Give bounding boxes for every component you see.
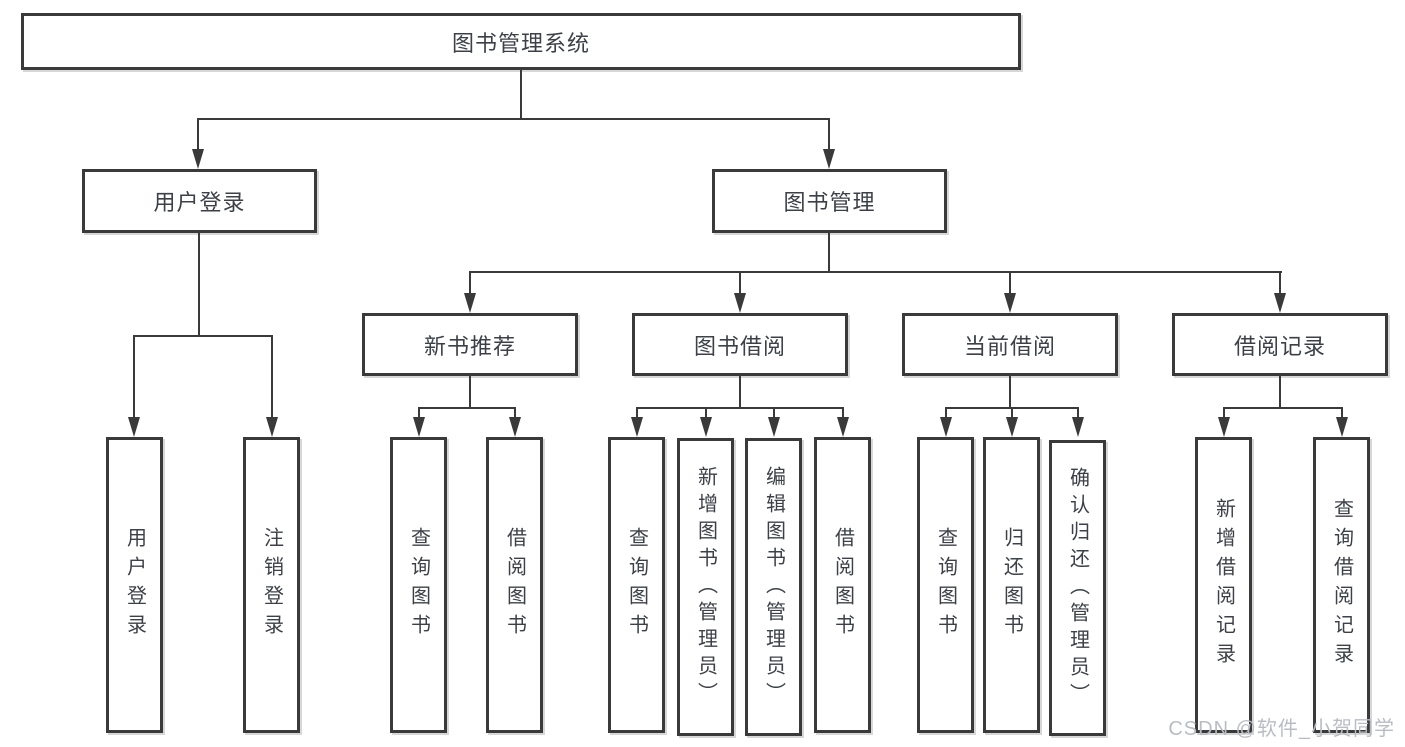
connector-to-records bbox=[1279, 271, 1281, 297]
leaf-borrow-query-books-label: 查询图书 bbox=[625, 527, 648, 643]
arrow-down-icon bbox=[1274, 293, 1286, 313]
connector-to-recommend-query bbox=[418, 407, 420, 421]
connector-to-current-query bbox=[945, 407, 947, 421]
arrow-down-icon bbox=[1218, 417, 1230, 437]
leaf-query-borrow-record: 查询借阅记录 bbox=[1313, 437, 1370, 733]
leaf-return-books-label: 归还图书 bbox=[1000, 527, 1023, 643]
node-root: 图书管理系统 bbox=[21, 13, 1021, 70]
node-new-book-recommend-label: 新书推荐 bbox=[423, 333, 516, 359]
arrow-down-icon bbox=[1072, 417, 1084, 437]
leaf-add-book-admin: 新增图书（管理员） bbox=[677, 438, 734, 736]
leaf-logout: 注销登录 bbox=[243, 437, 300, 733]
arrow-down-icon bbox=[734, 293, 746, 313]
leaf-current-query-books: 查询图书 bbox=[917, 437, 974, 733]
arrow-down-icon bbox=[823, 149, 835, 169]
connector-recommend-split bbox=[418, 407, 516, 409]
arrow-down-icon bbox=[464, 293, 476, 313]
leaf-edit-book-admin-label: 编辑图书（管理员） bbox=[762, 465, 785, 709]
node-current-borrow-label: 当前借阅 bbox=[963, 333, 1056, 359]
arrow-down-icon bbox=[700, 417, 712, 437]
arrow-down-icon bbox=[631, 417, 643, 437]
node-current-borrow: 当前借阅 bbox=[902, 313, 1118, 376]
connector-borrow-trunk bbox=[739, 376, 741, 408]
connector-user-login-split bbox=[133, 335, 273, 337]
node-root-label: 图书管理系统 bbox=[451, 30, 590, 56]
node-borrow-records: 借阅记录 bbox=[1172, 313, 1388, 376]
connector-to-leaf-logout bbox=[271, 335, 273, 421]
leaf-add-borrow-record: 新增借阅记录 bbox=[1195, 437, 1252, 733]
arrow-down-icon bbox=[128, 417, 140, 437]
leaf-confirm-return-admin-label: 确认归还（管理员） bbox=[1066, 466, 1089, 710]
connector-to-current bbox=[1009, 271, 1011, 297]
node-book-management-label: 图书管理 bbox=[783, 190, 876, 215]
connector-recommend-trunk bbox=[469, 376, 471, 408]
connector-to-records-add bbox=[1223, 407, 1225, 421]
leaf-user-login-label: 用户登录 bbox=[123, 527, 146, 643]
arrow-down-icon bbox=[1004, 293, 1016, 313]
connector-to-user-login bbox=[197, 118, 199, 156]
node-user-login-label: 用户登录 bbox=[153, 190, 246, 215]
arrow-down-icon bbox=[266, 417, 278, 437]
leaf-recommend-borrow-books-label: 借阅图书 bbox=[503, 527, 526, 643]
arrow-down-icon bbox=[1336, 417, 1348, 437]
leaf-current-query-books-label: 查询图书 bbox=[934, 527, 957, 643]
connector-to-recommend bbox=[469, 271, 471, 297]
leaf-logout-label: 注销登录 bbox=[260, 527, 283, 643]
leaf-confirm-return-admin: 确认归还（管理员） bbox=[1049, 440, 1106, 736]
leaf-edit-book-admin: 编辑图书（管理员） bbox=[745, 438, 802, 736]
csdn-watermark: CSDN @软件_小贺同学 bbox=[1168, 718, 1395, 740]
leaf-recommend-query-books: 查询图书 bbox=[390, 437, 447, 733]
connector-current-trunk bbox=[1009, 376, 1011, 408]
arrow-down-icon bbox=[413, 417, 425, 437]
connector-records-trunk bbox=[1279, 376, 1281, 408]
node-new-book-recommend: 新书推荐 bbox=[362, 313, 578, 376]
leaf-user-login: 用户登录 bbox=[106, 437, 163, 733]
node-borrow-records-label: 借阅记录 bbox=[1233, 333, 1326, 359]
leaf-borrow-query-books: 查询图书 bbox=[608, 437, 665, 733]
arrow-down-icon bbox=[1006, 417, 1018, 437]
connector-to-borrow bbox=[739, 271, 741, 297]
connector-to-leaf-user-login bbox=[133, 335, 135, 421]
arrow-down-icon bbox=[192, 149, 204, 169]
leaf-add-book-admin-label: 新增图书（管理员） bbox=[694, 465, 717, 709]
leaf-borrow-borrow-books-label: 借阅图书 bbox=[831, 527, 854, 643]
connector-user-login-trunk bbox=[198, 233, 200, 335]
connector-to-current-return bbox=[1011, 407, 1013, 421]
arrow-down-icon bbox=[837, 417, 849, 437]
node-user-login: 用户登录 bbox=[82, 169, 317, 233]
connector-to-book-management bbox=[828, 118, 830, 156]
connector-root-trunk bbox=[520, 70, 522, 118]
connector-to-borrow-query bbox=[636, 407, 638, 421]
connector-root-split bbox=[197, 118, 830, 120]
leaf-recommend-query-books-label: 查询图书 bbox=[407, 527, 430, 643]
leaf-recommend-borrow-books: 借阅图书 bbox=[486, 437, 543, 733]
leaf-add-borrow-record-label: 新增借阅记录 bbox=[1212, 498, 1235, 672]
connector-book-management-split bbox=[469, 271, 1282, 273]
arrow-down-icon bbox=[509, 417, 521, 437]
arrow-down-icon bbox=[940, 417, 952, 437]
connector-to-borrow-add bbox=[705, 407, 707, 421]
connector-records-split bbox=[1223, 407, 1343, 409]
connector-to-current-confirm bbox=[1077, 407, 1079, 421]
arrow-down-icon bbox=[768, 417, 780, 437]
connector-to-borrow-borrow bbox=[842, 407, 844, 421]
leaf-query-borrow-record-label: 查询借阅记录 bbox=[1330, 498, 1353, 672]
leaf-return-books: 归还图书 bbox=[983, 437, 1040, 733]
connector-to-recommend-borrow bbox=[514, 407, 516, 421]
connector-to-records-query bbox=[1341, 407, 1343, 421]
node-book-borrow-label: 图书借阅 bbox=[693, 333, 786, 359]
node-book-management: 图书管理 bbox=[712, 169, 947, 233]
leaf-borrow-borrow-books: 借阅图书 bbox=[814, 437, 871, 733]
connector-borrow-split bbox=[636, 407, 844, 409]
node-book-borrow: 图书借阅 bbox=[632, 313, 848, 376]
connector-book-management-trunk bbox=[828, 233, 830, 273]
connector-to-borrow-edit bbox=[773, 407, 775, 421]
